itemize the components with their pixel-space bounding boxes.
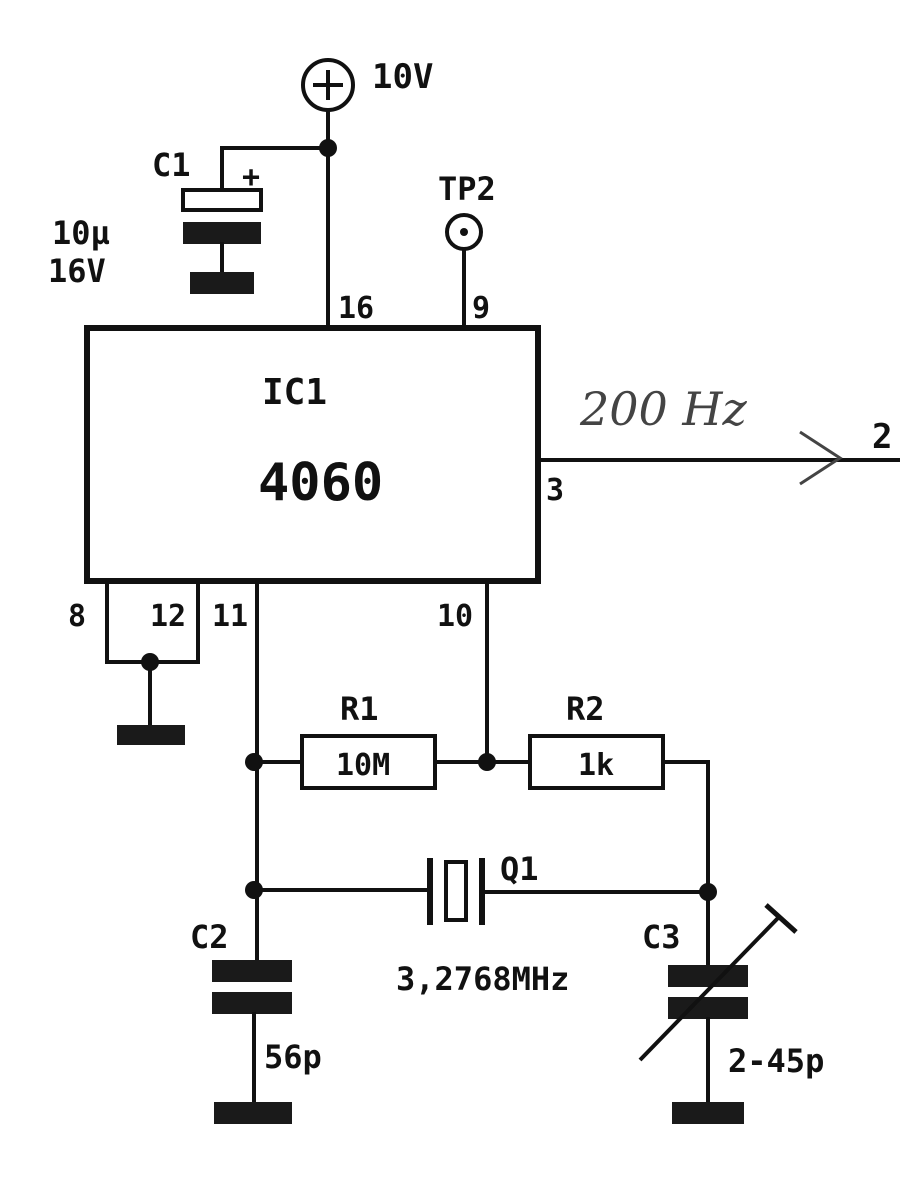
trimmer-adjust-icon — [638, 903, 798, 1062]
pin12-label: 12 — [150, 599, 186, 634]
supply-voltage-label: 10V — [372, 57, 433, 97]
ground-symbol-1 — [117, 725, 185, 745]
r2-body — [528, 734, 665, 790]
c1-polarity-label: + — [242, 160, 260, 195]
tp2-label: TP2 — [438, 170, 496, 208]
pin8-label: 8 — [68, 599, 86, 634]
output-destination-label: 2 — [872, 417, 892, 457]
r1-body — [300, 734, 437, 790]
output-frequency-note: 200 Hz — [579, 382, 748, 436]
ic1-part-label: 4060 — [258, 453, 383, 513]
ic1-ref-label: IC1 — [262, 372, 327, 413]
c1-negative-plate — [183, 222, 261, 244]
c1-value-label: 10µ — [52, 214, 110, 252]
r2-ref-label: R2 — [566, 690, 605, 728]
c3-bottom-plate — [668, 997, 748, 1019]
c3-ref-label: C3 — [642, 918, 681, 956]
pin16-label: 16 — [338, 291, 374, 326]
pin11-label: 11 — [212, 599, 248, 634]
c3-value-label: 2-45p — [728, 1042, 824, 1080]
c2-bottom-plate — [212, 992, 292, 1014]
ground-symbol-2 — [214, 1102, 292, 1124]
c2-top-plate — [212, 960, 292, 982]
c3-top-plate — [668, 965, 748, 987]
r2-value-label: 1k — [578, 748, 614, 783]
c2-value-label: 56p — [264, 1038, 322, 1076]
supply-terminal — [301, 58, 355, 112]
c1-positive-plate — [181, 188, 263, 212]
c1-ground-symbol — [190, 272, 254, 294]
c1-ref-label: C1 — [152, 146, 191, 184]
q1-ref-label: Q1 — [500, 850, 539, 888]
pin9-label: 9 — [472, 291, 490, 326]
output-arrow-icon — [799, 430, 843, 486]
c1-rating-label: 16V — [48, 252, 106, 290]
q1-frequency-label: 3,2768MHz — [396, 960, 569, 998]
pin10-label: 10 — [437, 599, 473, 634]
c2-ref-label: C2 — [190, 918, 229, 956]
r1-ref-label: R1 — [340, 690, 379, 728]
ic1-body — [84, 325, 541, 584]
r1-value-label: 10M — [336, 748, 390, 783]
test-point-icon — [445, 213, 483, 251]
ground-symbol-3 — [672, 1102, 744, 1124]
crystal-icon — [427, 858, 485, 925]
pin3-label: 3 — [546, 473, 564, 508]
